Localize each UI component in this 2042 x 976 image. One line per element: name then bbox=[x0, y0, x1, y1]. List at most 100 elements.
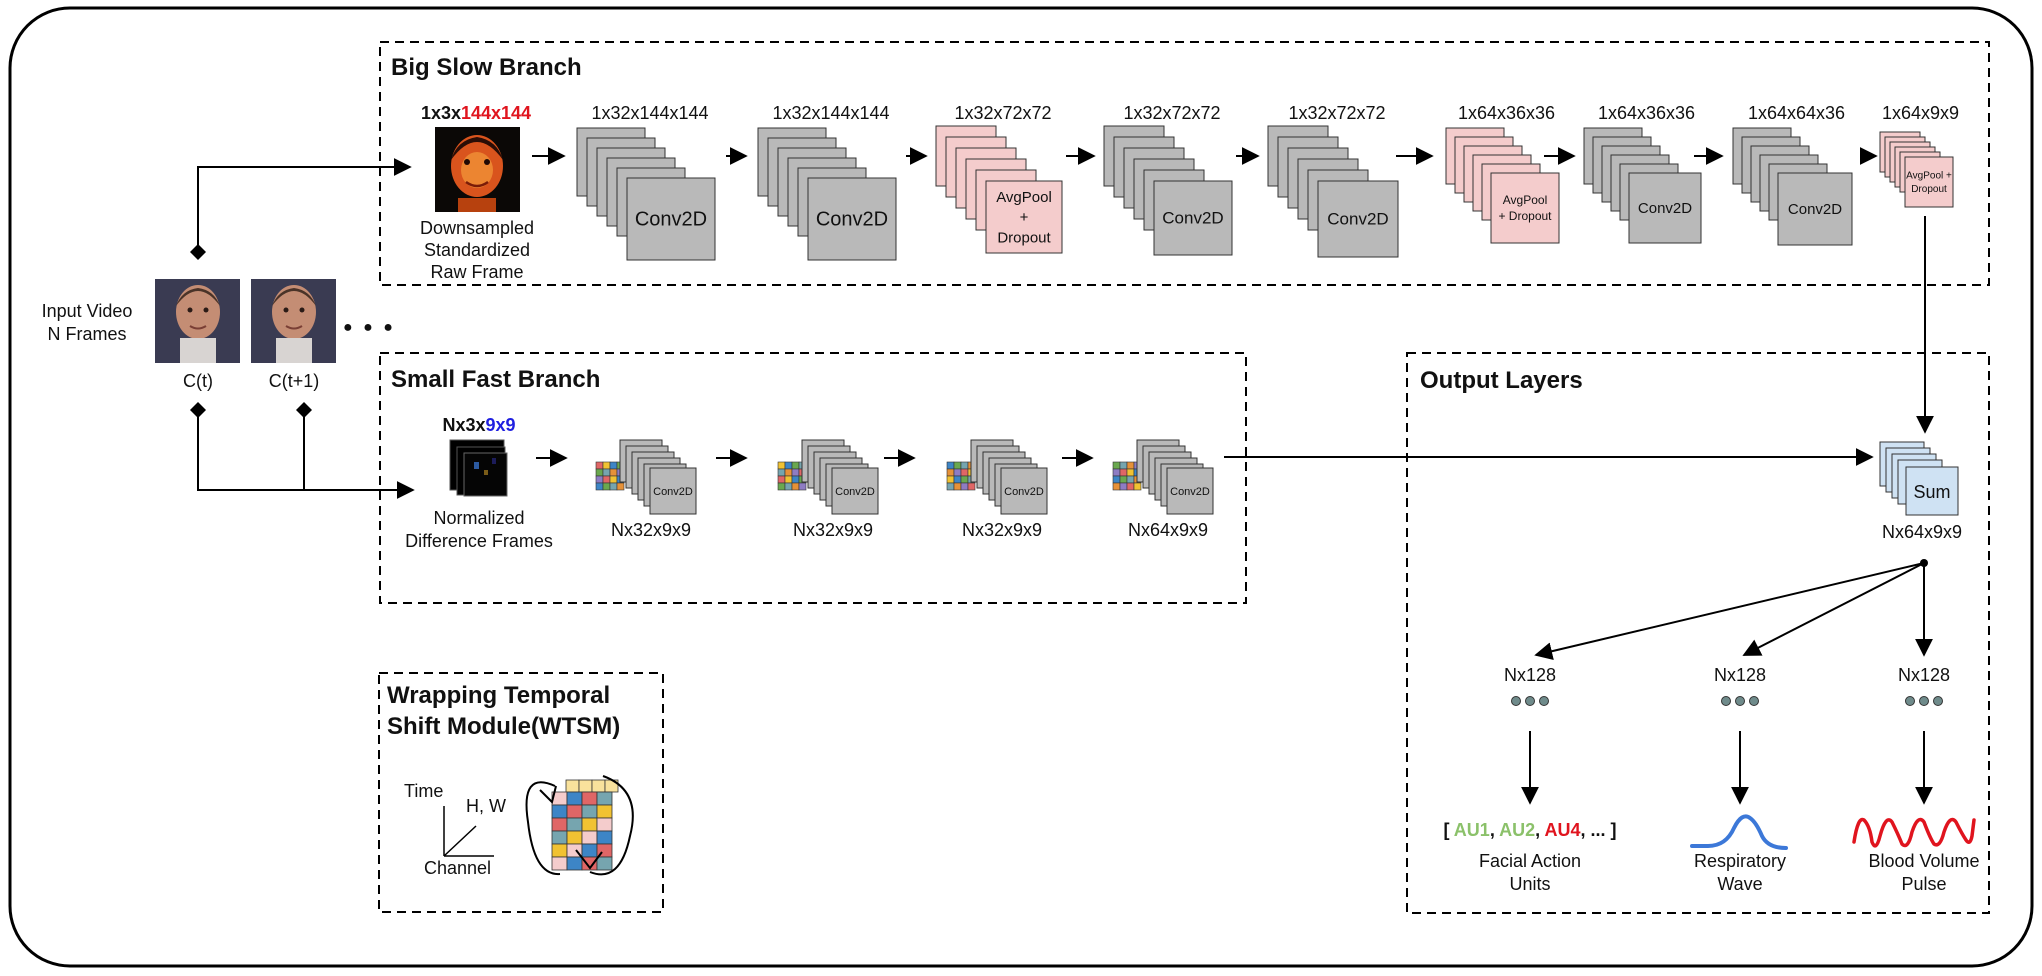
head-arrow-au bbox=[1534, 562, 1925, 661]
layer-op-label: Dropout bbox=[997, 229, 1051, 246]
mini-cube-cell bbox=[967, 482, 976, 491]
frame-to-big-branch-arrow bbox=[190, 158, 412, 260]
respiratory-wave-icon bbox=[1690, 814, 1788, 850]
mini-cube-cell bbox=[602, 482, 611, 491]
input-frame-ct1 bbox=[251, 279, 336, 363]
feature-map-front bbox=[1317, 180, 1399, 258]
feature-map-front bbox=[626, 177, 716, 261]
wtsm-cell bbox=[566, 856, 583, 871]
layer-dim-label: 1x64x9x9 bbox=[1882, 103, 1959, 123]
feature-map-front bbox=[1166, 467, 1214, 515]
layer-dim-label: 1x64x36x36 bbox=[1458, 103, 1555, 123]
head-caption-line1: Facial Action bbox=[1479, 851, 1581, 871]
mini-cube-cell bbox=[960, 468, 969, 477]
mini-cube-cell bbox=[791, 468, 800, 477]
wtsm-cell bbox=[581, 791, 598, 806]
difference-frames-image bbox=[449, 439, 508, 497]
wtsm-axis-channel: Channel bbox=[424, 858, 491, 878]
mini-cube-cell bbox=[1126, 461, 1135, 470]
mini-cube-cell bbox=[1133, 482, 1142, 491]
wtsm-title-line1: Wrapping Temporal bbox=[387, 682, 610, 709]
input-frames-label: N Frames bbox=[47, 324, 126, 344]
mini-cube-cell bbox=[784, 461, 793, 470]
wtsm-top-cell bbox=[591, 779, 606, 793]
layer-dim-label: 1x64x36x36 bbox=[1598, 103, 1695, 123]
layer-op-label: Dropout bbox=[1911, 184, 1947, 195]
wtsm-cell bbox=[566, 830, 583, 845]
mini-cube-cell bbox=[1119, 461, 1128, 470]
layer-op-label: Conv2D bbox=[1162, 209, 1223, 228]
small-input-dim: Nx3x9x9 bbox=[442, 415, 515, 435]
wtsm-cell bbox=[581, 843, 598, 858]
layer-dim-label: 1x32x144x144 bbox=[591, 103, 708, 123]
mini-cube-cell bbox=[777, 482, 786, 491]
feature-map-front bbox=[1000, 467, 1048, 515]
wtsm-cell bbox=[551, 856, 568, 871]
mini-cube-cell bbox=[1112, 461, 1121, 470]
feature-map-front bbox=[1628, 172, 1702, 244]
mini-cube-cell bbox=[798, 482, 807, 491]
hidden-unit-dot bbox=[1749, 696, 1759, 706]
mini-cube-cell bbox=[791, 482, 800, 491]
small-fast-layers: Conv2DNx32x9x9Conv2DNx32x9x9Conv2DNx32x9… bbox=[536, 439, 1214, 540]
mini-cube-cell bbox=[1119, 475, 1128, 484]
wtsm-cell bbox=[581, 817, 598, 832]
small-fast-branch-title: Small Fast Branch bbox=[391, 366, 600, 393]
frame-ct-label: C(t) bbox=[183, 371, 213, 391]
sum-block bbox=[1879, 441, 1959, 516]
wtsm-cell bbox=[551, 817, 568, 832]
layer-dim-label: 1x32x72x72 bbox=[1288, 103, 1385, 123]
hidden-unit-dot bbox=[1933, 696, 1943, 706]
mini-cube-cell bbox=[1126, 468, 1135, 477]
mini-cube-cell bbox=[784, 475, 793, 484]
mini-cube-cell bbox=[953, 468, 962, 477]
head-dim-label: Nx128 bbox=[1898, 665, 1950, 685]
output-layers-box bbox=[1406, 352, 1990, 914]
small-input-caption-2: Difference Frames bbox=[405, 531, 553, 551]
wtsm-cell bbox=[551, 804, 568, 819]
layer-op-label: AvgPool bbox=[996, 189, 1052, 206]
hidden-unit-dot bbox=[1511, 696, 1521, 706]
wtsm-title-line2: Shift Module(WTSM) bbox=[387, 713, 620, 740]
mini-cube-cell bbox=[1119, 468, 1128, 477]
wtsm-cell bbox=[581, 804, 598, 819]
frame-ct1-label: C(t+1) bbox=[269, 371, 320, 391]
wtsm-shift-cube bbox=[551, 779, 619, 871]
feature-map-front bbox=[1490, 172, 1560, 244]
more-frames-ellipsis: ● ● ● bbox=[343, 319, 396, 336]
big-slow-branch-title: Big Slow Branch bbox=[391, 54, 582, 81]
mini-cube-cell bbox=[595, 475, 604, 484]
mini-cube-cell bbox=[609, 475, 618, 484]
mini-cube-cell bbox=[1112, 482, 1121, 491]
layer-op-label: Conv2D bbox=[653, 486, 693, 498]
mini-cube-cell bbox=[946, 482, 955, 491]
hidden-unit-dot bbox=[1721, 696, 1731, 706]
mini-cube-cell bbox=[946, 468, 955, 477]
small-input-caption-1: Normalized bbox=[433, 508, 524, 528]
mini-cube-cell bbox=[777, 475, 786, 484]
mini-cube-cell bbox=[960, 482, 969, 491]
mini-cube-cell bbox=[609, 468, 618, 477]
wtsm-wrap-arrowhead bbox=[575, 849, 603, 870]
mini-cube-cell bbox=[960, 461, 969, 470]
wtsm-cell bbox=[596, 856, 613, 871]
wtsm-cell bbox=[581, 830, 598, 845]
mini-cube-cell bbox=[777, 461, 786, 470]
head-caption-line1: Respiratory bbox=[1694, 851, 1786, 871]
feature-map-front bbox=[807, 177, 897, 261]
mini-cube-cell bbox=[1112, 468, 1121, 477]
feature-map-front bbox=[1904, 156, 1954, 208]
mini-cube-cell bbox=[946, 475, 955, 484]
mini-cube-cell bbox=[953, 482, 962, 491]
feature-map-front bbox=[831, 467, 879, 515]
layer-op-label: AvgPool + bbox=[1906, 171, 1952, 182]
wtsm-wrap-arrowhead-top bbox=[539, 785, 557, 804]
